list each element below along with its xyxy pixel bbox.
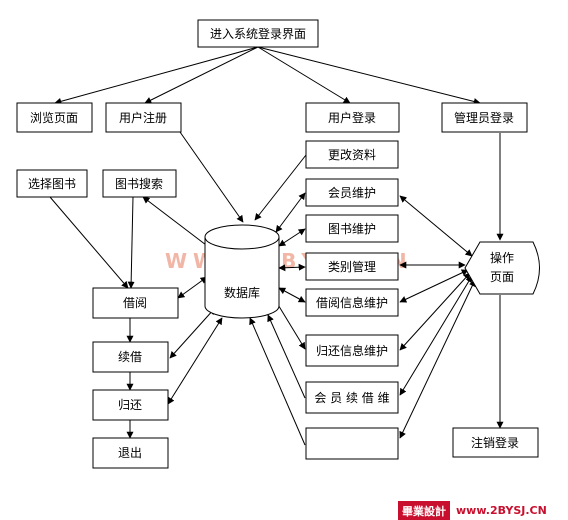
box-edit-profile: [305, 140, 399, 169]
label-return-info-maint: 归还信息维护: [316, 343, 388, 358]
brand-badge: 畢業設計: [398, 500, 450, 520]
label-browse: 浏览页面: [30, 110, 78, 125]
edge-db-member: [275, 192, 306, 233]
edge-db-category: [278, 263, 306, 272]
database-cylinder: [204, 224, 280, 319]
edge-returninfo-db: [276, 302, 306, 350]
edge-db-search: [142, 196, 211, 249]
box-exit: [92, 437, 169, 469]
edge-db-borrow: [177, 276, 208, 299]
label-renew: 续借: [118, 350, 142, 364]
label-book-search: 图书搜索: [115, 176, 163, 191]
label-borrow-info-maint: 借阅信息维护: [316, 295, 388, 310]
label-user-login: 用户登录: [328, 110, 376, 125]
box-user-login: [305, 102, 400, 133]
edge-blank-db: [249, 317, 306, 446]
label-member-maint: 会员维护: [328, 186, 376, 200]
edge-login-browse: [54, 46, 259, 105]
label-member-renew: 会 员 续 借 维: [314, 391, 389, 405]
box-blank: [305, 427, 399, 460]
brand-footer: 畢業設計 www.2BYSJ.CN: [398, 500, 568, 520]
label-borrow: 借阅: [123, 296, 147, 310]
edge-login-register: [144, 46, 259, 104]
operation-page-shape: [464, 241, 540, 295]
label-operation-line1: 操作: [490, 250, 514, 265]
box-login-page: [197, 19, 319, 48]
box-member-renew: [305, 381, 399, 414]
label-return: 归还: [118, 398, 142, 412]
label-database: 数据库: [224, 285, 260, 300]
box-renew: [92, 341, 169, 373]
box-logout: [452, 427, 539, 458]
edge-login-userlogin: [257, 46, 351, 104]
box-user-register: [105, 102, 182, 133]
label-operation-line2: 页面: [490, 270, 514, 284]
edge-db-bookmaint: [278, 228, 306, 247]
edge-operation-blank: [399, 279, 476, 439]
edge-operation-member: [399, 195, 473, 257]
label-select-book: 选择图书: [28, 177, 76, 191]
box-admin-login: [441, 102, 528, 133]
label-logout: 注销登录: [471, 435, 519, 450]
box-borrow: [92, 287, 179, 319]
edge-db-borrowinfo: [278, 287, 306, 303]
box-category-mgmt: [305, 252, 399, 281]
box-book-maint: [305, 214, 399, 243]
edge-search-borrow: [127, 196, 135, 289]
box-return: [92, 389, 169, 421]
brand-url: www.2BYSJ.CN: [456, 504, 547, 517]
edge-register-db: [179, 131, 244, 223]
node-labels: 进入系统登录界面 浏览页面 用户注册 用户登录 管理员登录 选择图书 图书搜索 …: [28, 26, 519, 460]
edge-editprofile-db: [254, 154, 307, 221]
box-book-search: [102, 169, 177, 198]
box-borrow-info-maint: [305, 288, 399, 317]
label-exit: 退出: [118, 446, 142, 460]
edge-db-return: [167, 317, 223, 405]
label-category-mgmt: 类别管理: [328, 259, 376, 274]
node-boxes: [16, 19, 539, 469]
box-return-info-maint: [305, 334, 399, 367]
edge-select-borrow: [49, 196, 129, 289]
label-admin-login: 管理员登录: [454, 110, 514, 125]
label-edit-profile: 更改资料: [328, 148, 376, 162]
edge-login-adminlogin: [257, 46, 481, 105]
label-user-register: 用户注册: [119, 110, 167, 125]
box-browse: [16, 102, 93, 133]
label-book-maint: 图书维护: [328, 222, 376, 236]
connectors: [49, 46, 504, 446]
label-login-page: 进入系统登录界面: [210, 26, 306, 41]
box-member-maint: [305, 178, 399, 207]
box-select-book: [16, 169, 88, 198]
edge-operation-memberrenew: [399, 275, 473, 396]
edge-memberrenew-db: [267, 314, 306, 399]
